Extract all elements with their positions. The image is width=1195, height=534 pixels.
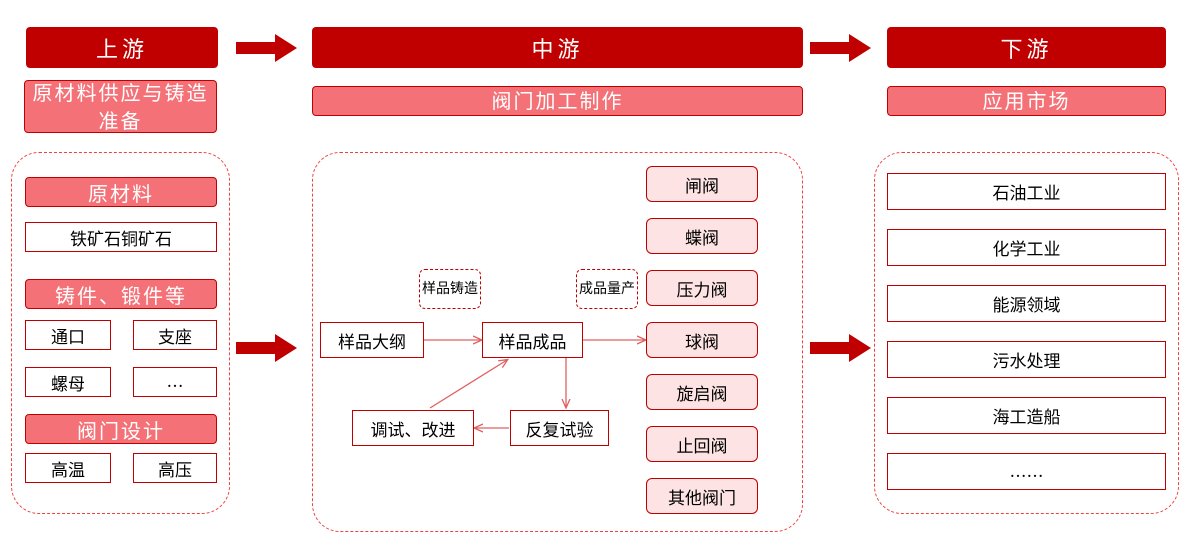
upstream-subheader: 原材料供应与铸造准备 xyxy=(24,80,217,133)
valve-type-item: 其他阀门 xyxy=(646,478,758,514)
process-sample-product: 样品成品 xyxy=(482,322,583,358)
market-item: 化学工业 xyxy=(887,229,1166,266)
panel-arrow-mid-down xyxy=(810,334,871,362)
stage-arrow-up-mid xyxy=(236,34,297,62)
note-mass-production: 成品量产 xyxy=(576,269,638,309)
castings-item: 支座 xyxy=(133,320,217,350)
valve-type-item: 球阀 xyxy=(646,322,758,358)
valve-type-item: 闸阀 xyxy=(646,166,758,202)
note-sample-casting: 样品铸造 xyxy=(419,269,481,309)
castings-item: 通口 xyxy=(25,320,111,350)
castings-item: … xyxy=(133,367,217,397)
midstream-panel xyxy=(312,152,803,532)
upstream-header: 上游 xyxy=(26,27,218,68)
market-item: 海工造船 xyxy=(887,397,1166,434)
stage-arrow-mid-down xyxy=(810,34,871,62)
castings-item: 螺母 xyxy=(25,367,111,397)
valve-type-item: 蝶阀 xyxy=(646,218,758,254)
process-sample-outline: 样品大纲 xyxy=(320,322,424,358)
valve-type-item: 旋启阀 xyxy=(646,374,758,410)
market-item: 能源领域 xyxy=(887,285,1166,322)
arrow-debug-to-product xyxy=(429,360,507,409)
valve-design-item: 高温 xyxy=(25,453,111,483)
panel-arrow-up-mid xyxy=(236,334,297,362)
market-item: …… xyxy=(887,453,1166,490)
valve-design-item: 高压 xyxy=(133,453,217,483)
downstream-subheader: 应用市场 xyxy=(887,86,1166,116)
midstream-subheader: 阀门加工制作 xyxy=(312,86,803,116)
process-debug-improve: 调试、改进 xyxy=(352,410,474,446)
downstream-panel xyxy=(874,152,1179,514)
downstream-header: 下游 xyxy=(887,27,1166,68)
market-item: 石油工业 xyxy=(887,173,1166,210)
valve-type-item: 止回阀 xyxy=(646,426,758,462)
valve-type-item: 压力阀 xyxy=(646,270,758,306)
midstream-header: 中游 xyxy=(312,27,803,68)
raw-materials-item: 铁矿石铜矿石 xyxy=(25,222,217,252)
valve-design-label: 阀门设计 xyxy=(25,414,217,444)
upstream-panel xyxy=(11,152,230,514)
market-item: 污水处理 xyxy=(887,341,1166,378)
process-repeated-testing: 反复试验 xyxy=(510,410,609,446)
raw-materials-label: 原材料 xyxy=(25,177,217,207)
castings-label: 铸件、锻件等 xyxy=(25,279,217,309)
